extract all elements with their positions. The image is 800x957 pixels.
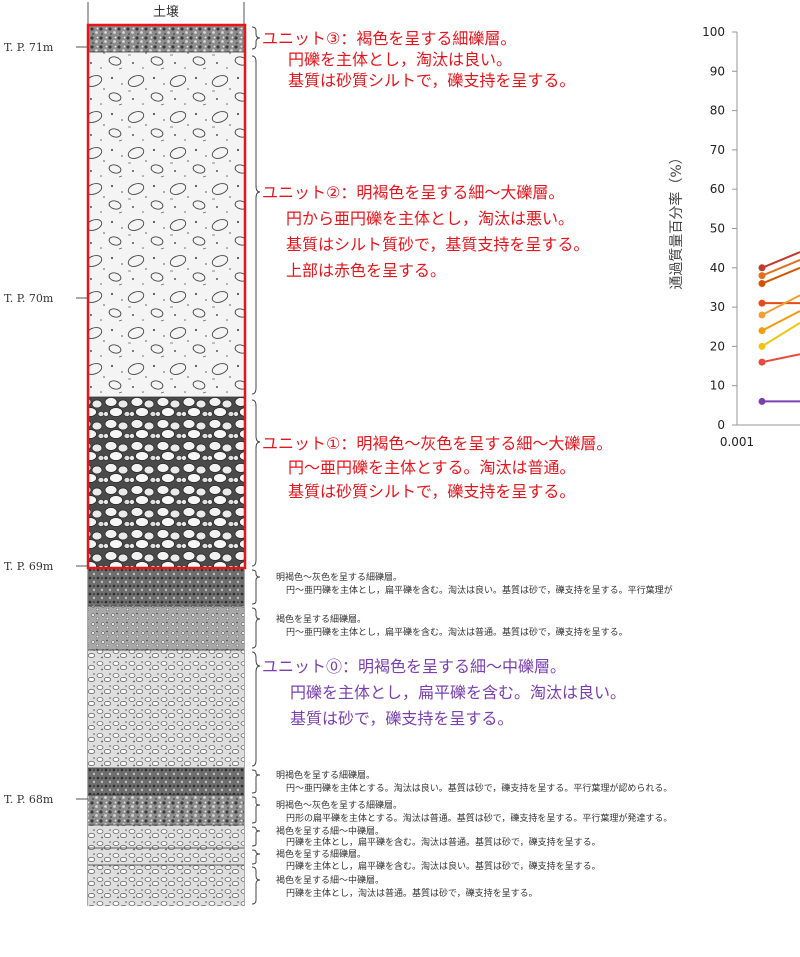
- unit2-annotation: ユニット②：明褐色を呈する細～大礫層。 円から亜円礫を主体とし，淘汰は悪い。 基…: [262, 183, 589, 280]
- tp-label-69: T. P. 69m: [4, 560, 54, 573]
- chart-y-axis-label: 通過質量百分率（%）: [668, 150, 685, 289]
- unit0-line-1: ユニット⓪：明褐色を呈する細～中礫層。: [262, 657, 566, 676]
- note-7-body: 円礫を主体とし，淘汰は普通。基質は砂で，礫支持を呈する。: [286, 887, 538, 899]
- column-header: 土壌: [153, 5, 179, 20]
- soil-column: 土壌 T. P. 71m T. P. 70m T. P. 69m T. P. 6…: [4, 2, 245, 906]
- note-5-title: 褐色を呈する細～中礫層。: [276, 825, 384, 837]
- layer-unit3: [88, 25, 244, 52]
- chart-series-line-1: [762, 252, 800, 268]
- unit3-annotation: ユニット③：褐色を呈する細礫層。 円礫を主体とし，淘汰は良い。 基質は砂質シルト…: [262, 29, 575, 90]
- brackets: [252, 27, 260, 904]
- note-3-title: 明褐色を呈する細礫層。: [276, 769, 375, 781]
- layer-fine-5: [88, 825, 244, 848]
- chart-series-point-7: [759, 343, 766, 350]
- layer-unit2: [88, 52, 244, 397]
- chart-series-point-6: [759, 327, 766, 334]
- chart-y-tick-label: 90: [710, 64, 725, 78]
- unit2-line-4: 上部は赤色を呈する。: [286, 261, 446, 280]
- unit2-line-1: ユニット②：明褐色を呈する細～大礫層。: [262, 183, 564, 202]
- note-7-title: 褐色を呈する細～中礫層。: [276, 874, 384, 886]
- layer-fine-3: [88, 768, 244, 795]
- chart-y-tick-label: 0: [717, 418, 725, 432]
- unit1-line-1: ユニット①：明褐色～灰色を呈する細～大礫層。: [262, 434, 612, 453]
- chart-y-tick-label: 20: [710, 339, 725, 353]
- chart-series-point-1: [759, 264, 766, 271]
- layer-fine-2: [88, 606, 244, 650]
- chart-series-point-3: [759, 280, 766, 287]
- note-2-title: 褐色を呈する細礫層。: [276, 613, 366, 625]
- unit0-line-3: 基質は砂で，礫支持を呈する。: [290, 709, 513, 728]
- chart-y-tick-label: 10: [710, 379, 725, 393]
- chart-y-tick-label: 80: [710, 104, 725, 118]
- note-4-title: 明褐色～灰色を呈する細礫層。: [276, 799, 402, 811]
- note-1-title: 明褐色～灰色を呈する細礫層。: [276, 571, 402, 583]
- note-3-body: 円～亜円礫を主体とする。淘汰は良い。基質は砂で，礫支持を呈する。平行葉理が認めら…: [286, 782, 672, 794]
- chart-series-line-6: [762, 311, 800, 331]
- unit1-annotation: ユニット①：明褐色～灰色を呈する細～大礫層。 円～亜円礫を主体とする。淘汰は普通…: [262, 434, 612, 501]
- tp-label-71: T. P. 71m: [4, 41, 54, 54]
- note-2-body: 円～亜円礫を主体とし，扁平礫を含む。淘汰は普通。基質は砂で，礫支持を呈する。: [286, 626, 628, 638]
- unit3-line-2: 円礫を主体とし，淘汰は良い。: [288, 50, 512, 69]
- layer-fine-1: [88, 568, 244, 606]
- note-4-body: 円形の扁平礫を主体とする。淘汰は普通。基質は砂で，礫支持を呈する。平行葉理が発達…: [286, 812, 672, 824]
- chart-y-tick-label: 40: [710, 261, 725, 275]
- chart-y-tick-label: 100: [702, 25, 725, 39]
- layer-fine-4: [88, 795, 244, 825]
- unit3-line-3: 基質は砂質シルトで，礫支持を呈する。: [288, 71, 575, 90]
- unit0-annotation: ユニット⓪：明褐色を呈する細～中礫層。 円礫を主体とし，扁平礫を含む。淘汰は良い…: [262, 657, 626, 728]
- tp-labels: T. P. 71m T. P. 70m T. P. 69m T. P. 68m: [4, 41, 54, 806]
- chart-series-point-2: [759, 272, 766, 279]
- unit0-line-2: 円礫を主体とし，扁平礫を含む。淘汰は良い。: [290, 683, 626, 702]
- note-1-body: 円～亜円礫を主体とし，扁平礫を含む。淘汰は良い。基質は砂で，礫支持を呈する。平行…: [286, 584, 673, 596]
- unit2-line-2: 円から亜円礫を主体とし，淘汰は悪い。: [286, 209, 574, 228]
- unit1-line-3: 基質は砂質シルトで，礫支持を呈する。: [288, 482, 575, 501]
- layer-notes: 明褐色～灰色を呈する細礫層。 円～亜円礫を主体とし，扁平礫を含む。淘汰は良い。基…: [276, 571, 673, 899]
- note-5-body: 円礫を主体とし，扁平礫を含む。淘汰は普通。基質は砂で，礫支持を呈する。: [286, 836, 601, 848]
- tp-label-68: T. P. 68m: [4, 793, 54, 806]
- chart-series-line-3: [762, 268, 800, 284]
- layer-unit0: [88, 650, 244, 768]
- chart-series-point-9: [759, 398, 766, 405]
- unit2-line-3: 基質はシルト質砂で，基質支持を呈する。: [286, 235, 589, 254]
- chart-series: [759, 252, 800, 405]
- chart-x-tick-first: 0.001: [720, 435, 754, 449]
- note-6-body: 円礫を主体とし，扁平礫を含む。淘汰は良い。基質は砂で，礫支持を呈する。: [286, 860, 601, 872]
- chart-series-point-4: [759, 300, 766, 307]
- chart-series-line-7: [762, 323, 800, 347]
- chart-series-point-5: [759, 311, 766, 318]
- chart-series-point-8: [759, 359, 766, 366]
- chart-y-tick-label: 70: [710, 143, 725, 157]
- layer-unit1: [88, 397, 244, 568]
- tp-label-70: T. P. 70m: [4, 292, 54, 305]
- chart-y-tick-label: 60: [710, 182, 725, 196]
- chart-y-tick-label: 50: [710, 222, 725, 236]
- chart-series-line-8: [762, 354, 800, 362]
- layer-fine-6: [88, 848, 244, 906]
- chart-series-line-5: [762, 295, 800, 315]
- note-6-title: 褐色を呈する細礫層。: [276, 848, 366, 860]
- chart-series-line-2: [762, 260, 800, 276]
- unit3-line-1: ユニット③：褐色を呈する細礫層。: [262, 29, 516, 48]
- chart-y-tick-label: 30: [710, 300, 725, 314]
- unit1-line-2: 円～亜円礫を主体とする。淘汰は普通。: [288, 458, 576, 477]
